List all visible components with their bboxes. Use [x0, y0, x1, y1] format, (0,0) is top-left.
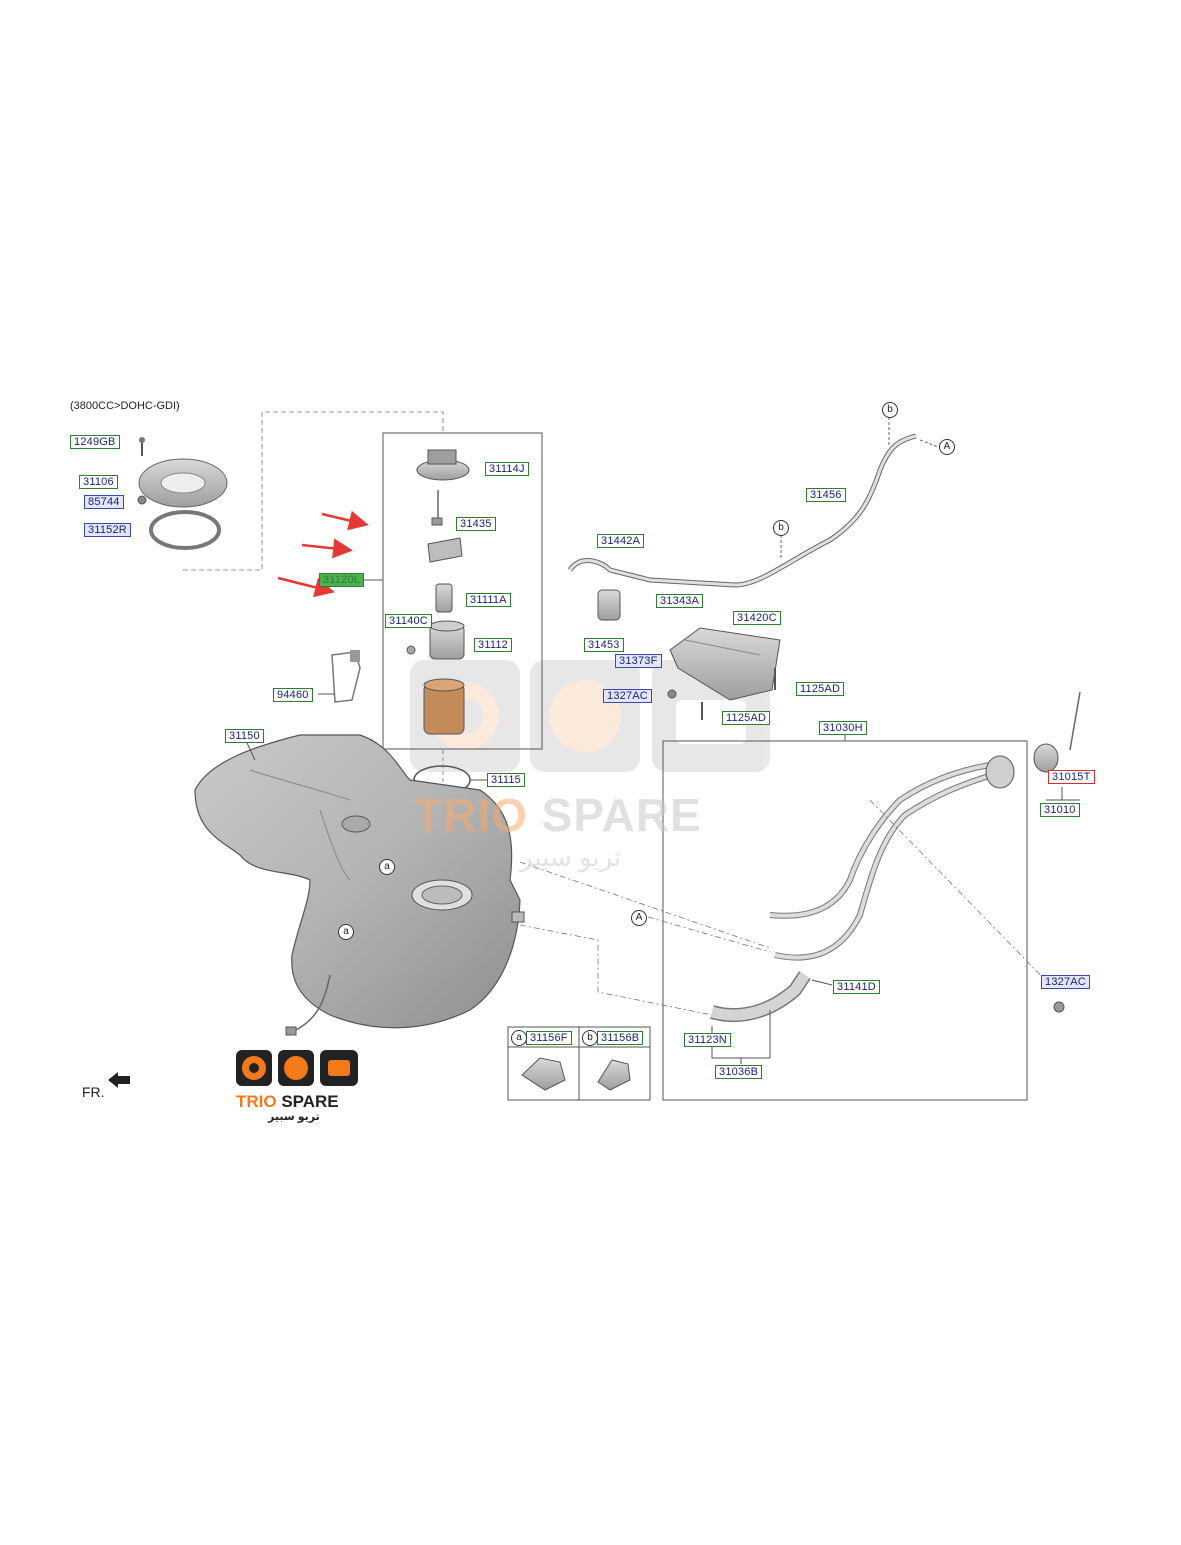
part-label-31140c[interactable]: 31140C — [385, 614, 432, 628]
ref-circle-a-tank-1: a — [379, 859, 395, 875]
clip-31156f-part — [521, 1057, 566, 1091]
part-label-85744[interactable]: 85744 — [84, 495, 124, 509]
part-label-31120l[interactable]: 31120L — [319, 573, 365, 587]
part-label-1125ad-a[interactable]: 1125AD — [796, 682, 845, 696]
bracket-part — [427, 537, 463, 563]
part-label-31373f[interactable]: 31373F — [615, 654, 662, 668]
part-label-31442a[interactable]: 31442A — [597, 534, 645, 548]
filler-neck-31030h-part — [769, 755, 1015, 961]
part-label-31141d[interactable]: 31141D — [833, 980, 880, 994]
part-label-31115[interactable]: 31115 — [487, 773, 525, 787]
hose-31036b-part — [710, 971, 811, 1022]
part-label-31010[interactable]: 31010 — [1040, 803, 1080, 817]
filter-31111a-part — [435, 583, 453, 613]
part-label-31435[interactable]: 31435 — [456, 517, 496, 531]
front-label: FR. — [82, 1084, 105, 1100]
part-label-31343a[interactable]: 31343A — [656, 594, 704, 608]
ring-31152r-part — [149, 510, 221, 550]
nut-85744-part — [137, 495, 147, 505]
plate-31106-part — [138, 458, 228, 508]
ref-circle-A-top: A — [939, 439, 955, 455]
bolt-1249gb-part — [139, 437, 145, 456]
fuel-tank-31150-part — [194, 734, 525, 1036]
part-label-1249gb[interactable]: 1249GB — [70, 435, 120, 449]
red-arrow-1 — [321, 510, 369, 531]
part-label-31112[interactable]: 31112 — [474, 638, 512, 652]
reservoir-part — [423, 678, 465, 735]
watermark-text: TRIO SPARE — [414, 789, 702, 841]
sender-31435-part — [431, 490, 443, 526]
bolt-1125ad-part — [701, 668, 776, 720]
canister-filter-31453-part — [597, 589, 621, 621]
part-label-31152r[interactable]: 31152R — [84, 523, 131, 537]
pump-flange-part — [416, 449, 470, 481]
red-arrow-2 — [301, 538, 353, 559]
part-label-31036b[interactable]: 31036B — [715, 1065, 763, 1079]
brand-name: TRIO SPARE — [236, 1092, 339, 1111]
ref-circle-a-tank-2: a — [338, 924, 354, 940]
bracket-94460-part — [331, 650, 361, 703]
part-label-31123n[interactable]: 31123N — [684, 1033, 731, 1047]
bolt-1327ac-part — [667, 689, 677, 699]
part-label-31150[interactable]: 31150 — [225, 729, 264, 743]
part-label-31106[interactable]: 31106 — [79, 475, 118, 489]
red-arrow-3 — [277, 576, 335, 598]
ref-circle-b-clip: b — [582, 1030, 598, 1046]
watermark-arabic: تريو سبير — [520, 842, 622, 872]
part-label-1327ac-a[interactable]: 1327AC — [603, 689, 652, 703]
vapor-line-31456-part — [567, 433, 917, 588]
canister-31420c-part — [669, 627, 781, 701]
part-label-94460[interactable]: 94460 — [273, 688, 313, 702]
part-label-31015t[interactable]: 31015T — [1048, 770, 1095, 784]
ref-circle-a-clip: a — [511, 1030, 527, 1046]
part-label-31030h[interactable]: 31030H — [819, 721, 867, 735]
clip-31156b-part — [597, 1059, 631, 1091]
fuel-cap-31010-part — [1033, 691, 1081, 773]
engine-note: (3800CC>DOHC-GDI) — [70, 400, 180, 412]
part-label-31420c[interactable]: 31420C — [733, 611, 781, 625]
front-arrow-icon — [108, 1072, 130, 1088]
pump-leader-line — [183, 411, 444, 571]
pump-module-box — [382, 432, 543, 750]
ref-circle-b-mid: b — [773, 520, 789, 536]
part-label-1125ad-b[interactable]: 1125AD — [722, 711, 771, 725]
watermark-logo — [410, 660, 770, 772]
part-label-1327ac-b[interactable]: 1327AC — [1041, 975, 1090, 989]
part-label-31156f[interactable]: 31156F — [526, 1031, 572, 1045]
brand-logo — [236, 1050, 358, 1086]
part-label-31156b[interactable]: 31156B — [597, 1031, 644, 1045]
part-label-31456[interactable]: 31456 — [806, 488, 846, 502]
ref-circle-b-top: b — [882, 402, 898, 418]
ref-circle-A-filler: A — [631, 910, 647, 926]
part-label-31453[interactable]: 31453 — [584, 638, 624, 652]
part-label-31114j[interactable]: 31114J — [485, 462, 529, 476]
part-label-31111a[interactable]: 31111A — [466, 593, 511, 607]
brand-arabic: تريو سبير — [268, 1111, 320, 1123]
nut-1327ac-part — [1053, 1001, 1065, 1013]
